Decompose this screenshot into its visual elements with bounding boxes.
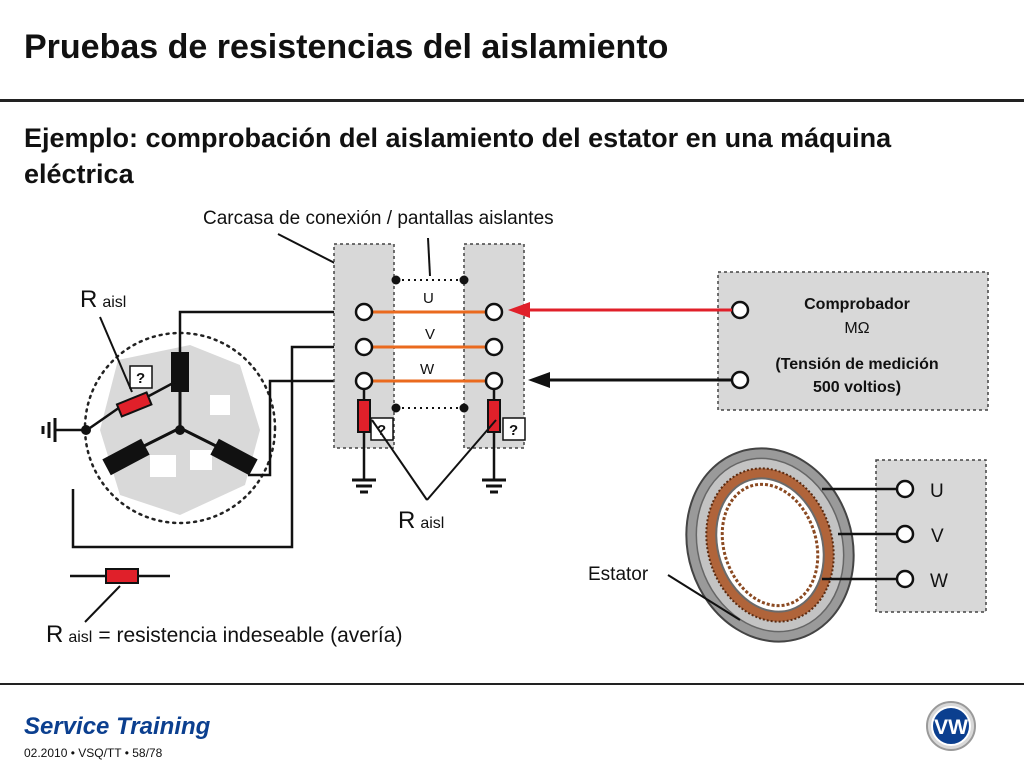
question-box-left — [370, 417, 394, 441]
header-divider — [0, 99, 1024, 102]
housing-label-w: W — [420, 361, 435, 378]
test-lead-black-arrow — [528, 372, 550, 388]
terminal-left-w — [354, 371, 374, 391]
svg-text:?: ? — [136, 370, 145, 387]
terminal-right-u — [484, 302, 504, 322]
tester-box — [717, 271, 989, 411]
r-aisl-pointer-right — [426, 419, 497, 501]
stator-image — [685, 447, 855, 643]
tester-terminal-minus — [730, 370, 750, 390]
housing-pointer-right — [427, 237, 431, 277]
stator-terminal-u — [895, 479, 915, 499]
terminal-right-v — [484, 337, 504, 357]
housing-fault-resistor-right — [482, 389, 506, 494]
fault-resistor-motor — [115, 391, 153, 418]
page-title: Pruebas de resistencias del aislamiento — [24, 28, 669, 66]
stator-terminal-v — [895, 524, 915, 544]
winding-v — [102, 438, 150, 476]
tester-unit: MΩ — [844, 320, 869, 337]
tester-voltage-line1: (Tensión de medición — [775, 356, 938, 373]
svg-text:?: ? — [509, 422, 518, 439]
motor-winding — [83, 331, 277, 525]
stator-terminal-w — [895, 569, 915, 589]
footer-divider — [0, 683, 1024, 685]
motor-wiring — [71, 310, 356, 549]
slide-subtitle: Ejemplo: comprobación del aislamiento de… — [24, 123, 892, 189]
test-lead-red-arrow — [508, 302, 530, 318]
footer-info: 02.2010 • VSQ/TT • 58/78 — [24, 746, 163, 760]
tester-terminal-plus — [730, 300, 750, 320]
question-box-motor — [129, 365, 153, 389]
ground-icon-motor — [41, 418, 91, 442]
tester-voltage-line2: 500 voltios) — [813, 379, 901, 396]
housing-label: Carcasa de conexión / pantallas aislante… — [203, 208, 554, 229]
r-aisl-pointer-top — [99, 316, 133, 393]
tester-name: Comprobador — [804, 296, 910, 313]
stator-pointer — [667, 574, 741, 621]
r-aisl-pointer-left — [371, 419, 428, 501]
vw-logo: VW — [926, 701, 976, 751]
terminal-left-u — [354, 302, 374, 322]
question-box-right — [502, 417, 526, 441]
winding-w — [210, 438, 258, 476]
stator-label-v: V — [931, 526, 944, 547]
svg-text:?: ? — [377, 422, 386, 439]
terminal-right-w — [484, 371, 504, 391]
svg-text:VW: VW — [934, 716, 968, 739]
stator-label-u: U — [930, 481, 944, 502]
insulation-test-diagram: Carcasa de conexión / pantallas aislante… — [41, 208, 989, 648]
winding-u — [171, 352, 189, 392]
stator-label-w: W — [930, 571, 948, 592]
terminal-left-v — [354, 337, 374, 357]
stator-label: Estator — [588, 564, 649, 585]
housing-label-u: U — [423, 290, 434, 307]
legend-resistor — [70, 568, 170, 623]
housing-label-v: V — [425, 326, 435, 343]
housing-fault-resistor-left — [352, 389, 376, 494]
brand-service-training: Service Training — [24, 713, 211, 740]
stator-terminal-box — [875, 459, 987, 613]
